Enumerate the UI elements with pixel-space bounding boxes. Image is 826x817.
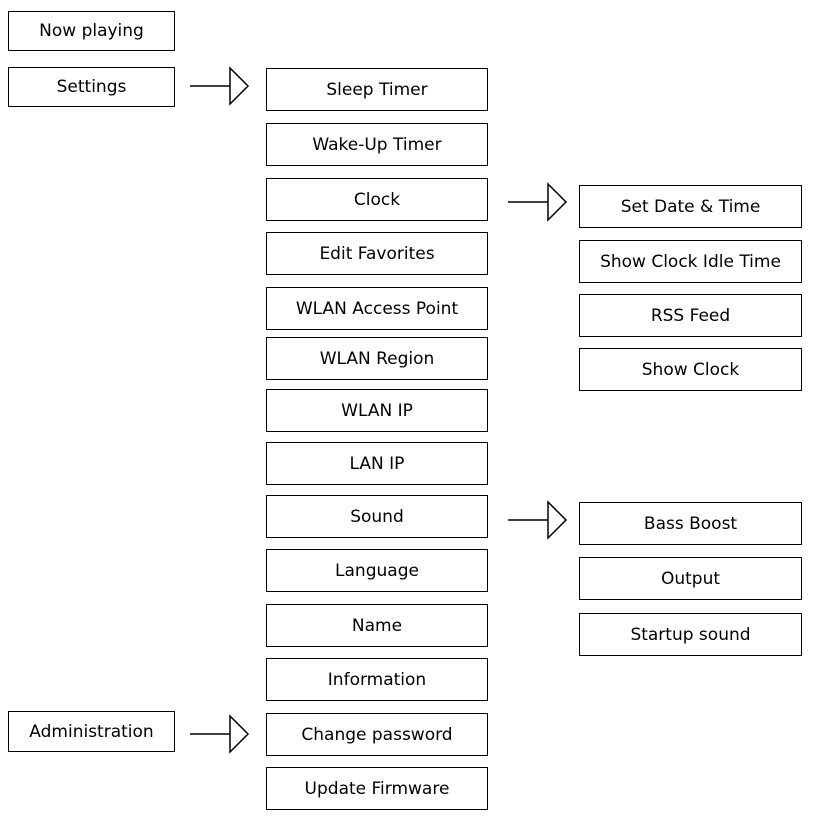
settings-item-sound[interactable]: Sound [266, 495, 488, 538]
settings-item-name[interactable]: Name [266, 604, 488, 647]
menu-administration[interactable]: Administration [8, 711, 175, 752]
administration-arrow-icon [190, 714, 250, 754]
settings-item-lan-ip[interactable]: LAN IP [266, 442, 488, 485]
clock-item-show-clock-idle-time[interactable]: Show Clock Idle Time [579, 240, 802, 283]
settings-item-wake-up-timer[interactable]: Wake-Up Timer [266, 123, 488, 166]
settings-item-language[interactable]: Language [266, 549, 488, 592]
sound-arrow-icon [508, 500, 568, 540]
admin-item-update-firmware[interactable]: Update Firmware [266, 767, 488, 810]
settings-item-information[interactable]: Information [266, 658, 488, 701]
clock-item-set-date-time[interactable]: Set Date & Time [579, 185, 802, 228]
menu-settings[interactable]: Settings [8, 67, 175, 107]
settings-item-sleep-timer[interactable]: Sleep Timer [266, 68, 488, 111]
settings-arrow-icon [190, 66, 250, 106]
clock-arrow-icon [508, 182, 568, 222]
settings-item-wlan-access-point[interactable]: WLAN Access Point [266, 287, 488, 330]
settings-item-clock[interactable]: Clock [266, 178, 488, 221]
sound-item-startup-sound[interactable]: Startup sound [579, 613, 802, 656]
sound-item-bass-boost[interactable]: Bass Boost [579, 502, 802, 545]
clock-item-show-clock[interactable]: Show Clock [579, 348, 802, 391]
settings-item-wlan-region[interactable]: WLAN Region [266, 337, 488, 380]
menu-now-playing[interactable]: Now playing [8, 11, 175, 51]
settings-item-edit-favorites[interactable]: Edit Favorites [266, 232, 488, 275]
admin-item-change-password[interactable]: Change password [266, 713, 488, 756]
sound-item-output[interactable]: Output [579, 557, 802, 600]
settings-item-wlan-ip[interactable]: WLAN IP [266, 389, 488, 432]
clock-item-rss-feed[interactable]: RSS Feed [579, 294, 802, 337]
